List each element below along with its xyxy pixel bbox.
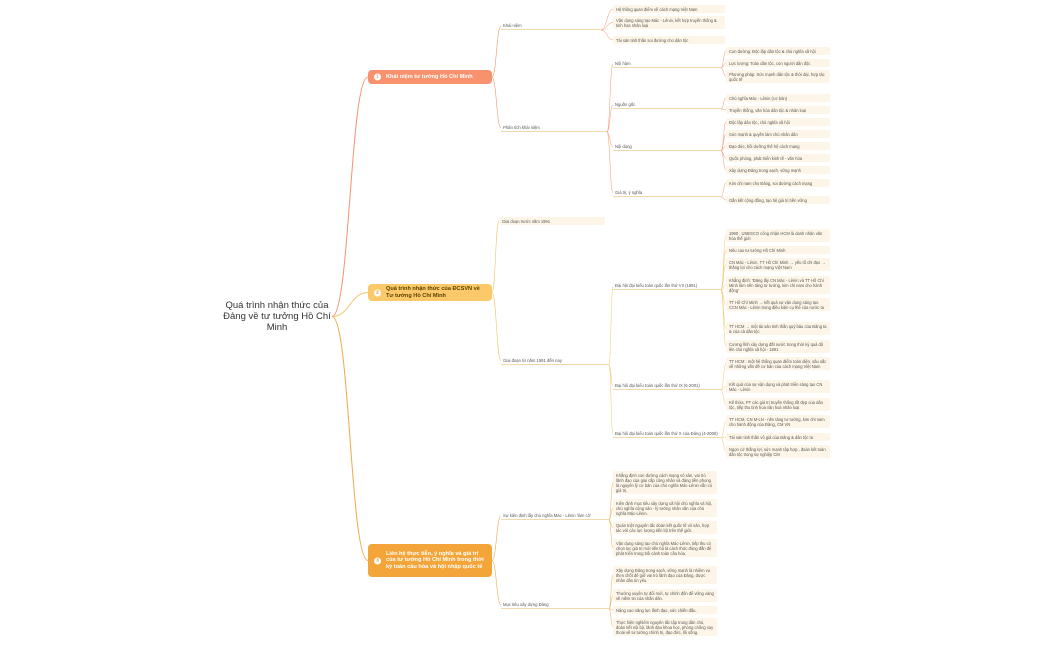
leaf-topic[interactable]: Vận dụng sáng tạo Mác - Lênin, kết hợp t… [613,16,725,30]
connector-line [491,220,500,293]
leaf-topic[interactable]: Phương pháp: Sức mạnh dân tộc & thời đại… [726,70,830,84]
subtopic-dai-hoi-ix[interactable]: Đại hội đại biểu toàn quốc lần thứ IX (6… [613,382,721,391]
leaf-topic[interactable]: Thực hiện nghiêm nguyên tắc tập trung dâ… [613,618,717,637]
root-topic[interactable]: Quá trình nhận thức của Đảng về tư tưởng… [223,300,331,333]
connector-line [491,515,502,561]
branch-2-awareness-process[interactable]: 2 Quá trình nhận thức của ĐCSVN về Tư tư… [368,284,492,301]
leaf-topic[interactable]: 1990 , UNESCO công nhận HCM là danh nhân… [726,229,830,243]
leaf-topic[interactable]: Tài sản tinh thần soi đường cho dân tộc [613,36,725,45]
connector-line [491,292,502,362]
branch-number-badge: 1 [374,73,381,81]
connector-line [600,22,614,31]
subtopic-nguon-goc[interactable]: Nguồn gốc [613,101,721,110]
connector-line [608,364,614,435]
subtopic-phan-tich[interactable]: Phân tích khái niệm [501,124,607,133]
branch-title: Khái niệm tư tưởng Hồ Chí Minh [386,73,473,80]
connector-line [331,76,369,317]
connector-line [331,292,369,317]
leaf-topic[interactable]: Kim chỉ nam cho Đảng, soi đường cách mạn… [726,179,830,188]
leaf-topic[interactable]: Nêu cao tư tưởng Hồ Chí Minh [726,246,830,255]
connector-line [491,76,502,129]
leaf-topic[interactable]: Con đường: Độc lập dân tộc & chủ nghĩa x… [726,47,830,56]
subtopic-tu-1991[interactable]: Giai đoạn từ năm 1991 đến nay [501,357,609,366]
connector-line [606,131,614,194]
leaf-topic[interactable]: Tài sản tinh thần vô giá của Đảng & dân … [726,433,830,442]
leaf-topic[interactable]: Nâng cao năng lực lãnh đạo, sức chiến đấ… [613,606,717,615]
leaf-topic[interactable]: Cương lĩnh xây dựng đất nước trong thời … [726,340,830,354]
leaf-topic[interactable]: Độc lập dân tộc, chủ nghĩa xã hội [726,118,830,127]
subtopic-gia-tri[interactable]: Giá trị, ý nghĩa [613,189,721,198]
leaf-topic[interactable]: Gắn kết cộng đồng, tạo hệ giá trị bền vữ… [726,196,830,205]
leaf-topic[interactable]: Đạo đức, bồi dưỡng thế hệ cách mạng [726,142,830,151]
subtopic-noi-dung[interactable]: Nội dung [613,143,721,152]
leaf-topic[interactable]: Khẳng định con đường cách mạng vô sản, v… [613,471,717,495]
leaf-topic[interactable]: Vận dụng sáng tạo chủ nghĩa Mác-Lênin, t… [613,539,717,558]
subtopic-xay-dung-dang[interactable]: Mục tiêu xây dựng Đảng [501,601,609,610]
leaf-topic[interactable]: TT HCM → một tài sản tinh thần quý báu c… [726,322,830,336]
connector-line [608,285,614,366]
leaf-topic[interactable]: TT Hồ Chí Minh → kết quả sự vận dụng sán… [726,298,830,312]
leaf-topic[interactable]: Sức mạnh & quyền làm chủ nhân dân [726,130,830,139]
branch-number-badge: 2 [374,289,381,296]
leaf-topic[interactable]: Xây dựng Đảng trong sạch, vững mạnh [726,166,830,175]
leaf-topic[interactable]: Kiên định mục tiêu xây dựng xã hội chủ n… [613,499,717,518]
leaf-topic[interactable]: Xây dựng Đảng trong sạch, vững mạnh là n… [613,566,717,585]
branch-number-badge: 3 [374,557,381,564]
leaf-topic[interactable]: TT HCM, CN M-LN - nền tảng tư tưởng, kim… [726,415,830,429]
leaf-topic[interactable]: Hệ thống quan điểm về cách mạng Việt Nam [613,5,725,14]
leaf-topic[interactable]: Kết quả của sự vận dụng và phát triển sá… [726,380,830,394]
connector-line [331,316,369,561]
subtopic-noi-ham[interactable]: Nội hàm [613,60,721,69]
leaf-topic[interactable]: Chủ nghĩa Mác - Lênin (cơ bản) [726,94,830,103]
branch-title: Quá trình nhận thức của ĐCSVN về Tư tưởn… [386,285,480,299]
connector-line [491,25,502,78]
leaf-topic[interactable]: CN Mác - Lênin, TT Hồ Chí Minh → yếu tố … [726,258,830,272]
branch-1-concept[interactable]: 1 Khái niệm tư tưởng Hồ Chí Minh [368,70,492,84]
leaf-topic[interactable]: Ngọn cờ thắng lợi, sức mạnh tập hợp , đo… [726,445,830,459]
leaf-topic[interactable]: Quán triệt nguyên tắc đoàn kết quốc tế v… [613,521,717,535]
subtopic-truoc-1991[interactable]: Giai đoạn trước năm 1991 [499,217,605,226]
subtopic-kien-dinh[interactable]: Sự kiên định lấy chủ nghĩa Mác - Lênin '… [501,512,609,521]
leaf-topic[interactable]: Truyền thống, văn hóa dân tộc & nhân loạ… [726,106,830,115]
leaf-topic[interactable]: TT HCM : một hệ thống quan điểm toàn diệ… [726,357,830,371]
connector-line [600,29,614,41]
subtopic-dai-hoi-vii[interactable]: Đại hội đại biểu toàn quốc lần thứ VII (… [613,282,721,291]
leaf-topic[interactable]: Lực lượng: Toàn dân tộc, con người dân đ… [726,59,830,68]
connector-line [600,8,614,31]
leaf-topic[interactable]: Thường xuyên tự đổi mới, tự chỉnh đốn để… [613,589,717,603]
connector-line [606,63,614,133]
leaf-topic[interactable]: Quốc phòng, phát triển kinh tế - văn hóa [726,154,830,163]
subtopic-dai-hoi-x[interactable]: Đại hội đại biểu toàn quốc lần thứ X của… [613,430,721,439]
subtopic-khai-niem[interactable]: Khái niệm [501,22,601,31]
connector-line [491,560,502,606]
leaf-topic[interactable]: Khẳng định: 'Đảng lấy CN Mác - Lênin và … [726,276,830,295]
branch-3-practical-value[interactable]: 3 Liên hệ thực tiễn, ý nghĩa và giá trị … [368,544,492,577]
branch-title: Liên hệ thực tiễn, ý nghĩa và giá trị củ… [386,550,484,570]
leaf-topic[interactable]: Kế thừa, PT các giá trị truyền thống tốt… [726,398,830,412]
